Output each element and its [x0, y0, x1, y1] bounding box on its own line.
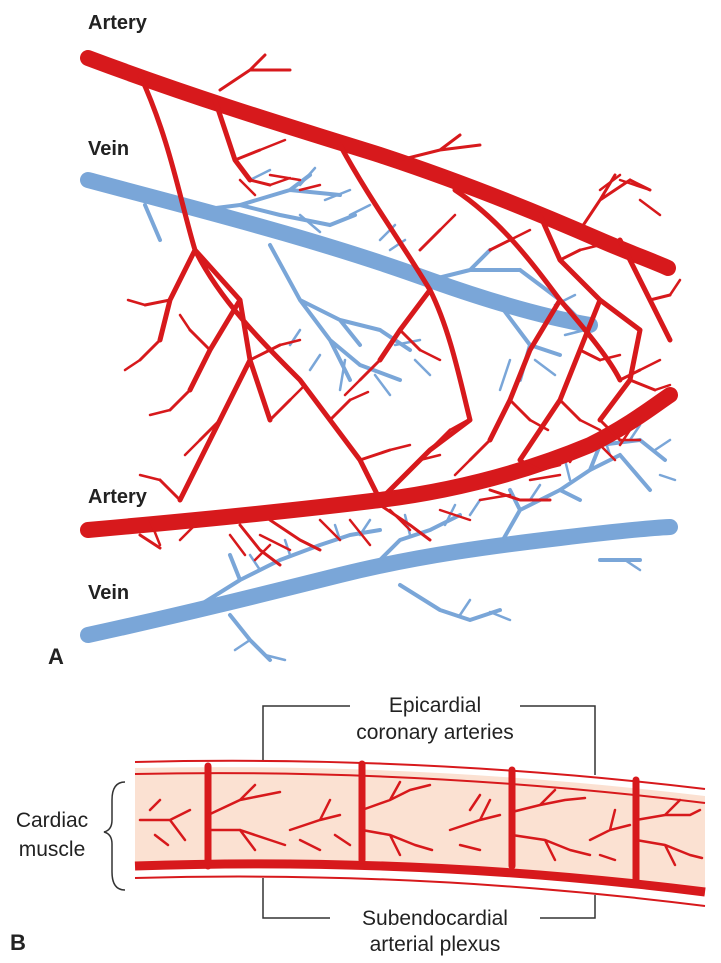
panel-a-letter: A — [48, 644, 64, 670]
label-artery-top: Artery — [88, 12, 147, 35]
label-cardiac-line1: Cardiac — [2, 808, 102, 834]
panel-b-letter: B — [10, 930, 26, 956]
upper-artery — [88, 58, 668, 268]
label-artery-bottom: Artery — [88, 486, 147, 509]
panel-a-illustration — [88, 55, 680, 660]
upper-artery-sprigs — [220, 55, 650, 230]
label-epicardial-line2: coronary arteries — [300, 720, 570, 746]
lower-vein — [88, 527, 670, 635]
label-subendocardial-line2: arterial plexus — [320, 932, 550, 958]
label-subendocardial-line1: Subendocardial — [320, 906, 550, 932]
lower-artery — [88, 395, 670, 530]
cardiac-muscle-brace — [104, 782, 125, 890]
label-epicardial-line1: Epicardial — [330, 693, 540, 719]
label-vein-top: Vein — [88, 138, 129, 161]
arteries — [88, 55, 680, 565]
label-cardiac-line2: muscle — [2, 837, 102, 863]
label-vein-bottom: Vein — [88, 582, 129, 605]
